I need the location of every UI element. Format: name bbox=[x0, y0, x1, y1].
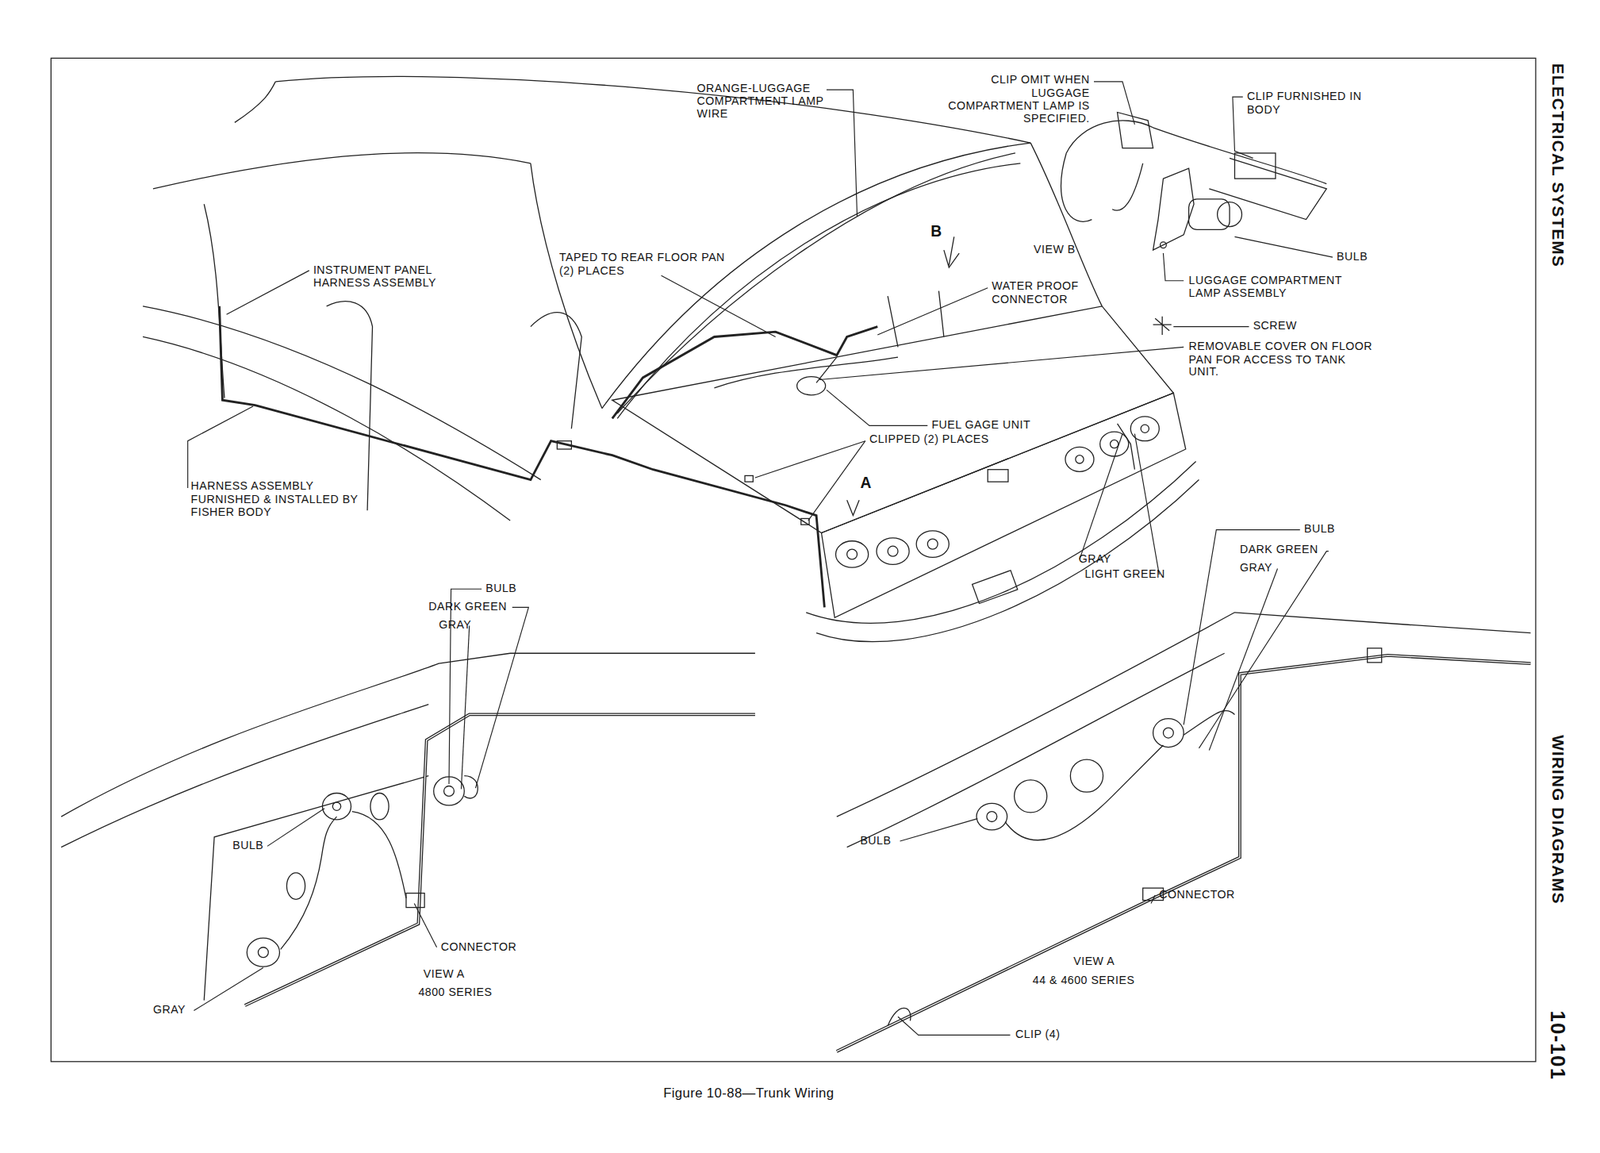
part-label: LUGGAGE COMPARTMENT LAMP ASSEMBLY bbox=[1189, 273, 1343, 300]
part-label: FUEL GAGE UNIT bbox=[931, 418, 1031, 431]
part-label: CLIPPED (2) PLACES bbox=[869, 432, 1013, 446]
view-a-4600 bbox=[836, 612, 1531, 1052]
part-label: TAPED TO REAR FLOOR PAN (2) PLACES bbox=[559, 250, 738, 277]
part-label: GRAY bbox=[438, 618, 472, 632]
part-label: HARNESS ASSEMBLY FURNISHED & INSTALLED B… bbox=[191, 479, 385, 519]
part-label: 44 & 4600 SERIES bbox=[1032, 973, 1136, 987]
part-label: REMOVABLE COVER ON FLOOR PAN FOR ACCESS … bbox=[1189, 339, 1378, 379]
part-label: LIGHT GREEN bbox=[1084, 567, 1165, 580]
page-header: 10-101 bbox=[1546, 1009, 1570, 1080]
part-label: WATER PROOF CONNECTOR bbox=[991, 279, 1094, 306]
wiring-harness bbox=[219, 153, 1136, 607]
part-label: BULB bbox=[1304, 522, 1336, 536]
page-header: ELECTRICAL SYSTEMS bbox=[1547, 63, 1567, 268]
part-label: SCREW bbox=[1253, 319, 1297, 333]
part-label: CLIP OMIT WHEN LUGGAGE COMPARTMENT LAMP … bbox=[947, 73, 1090, 126]
part-label: BULB bbox=[1336, 249, 1368, 263]
part-label: DARK GREEN bbox=[1239, 542, 1319, 556]
part-label: GRAY bbox=[153, 1002, 186, 1016]
part-label: GRAY bbox=[1078, 552, 1112, 565]
part-label: VIEW B bbox=[1033, 242, 1076, 256]
part-label: VIEW A bbox=[423, 966, 465, 980]
part-label: VIEW A bbox=[1073, 954, 1115, 967]
view-a-4800 bbox=[61, 652, 756, 1006]
part-label: B bbox=[930, 222, 942, 240]
page-header: WIRING DIAGRAMS bbox=[1547, 734, 1567, 905]
frame-border bbox=[50, 57, 1536, 1061]
part-label: ORANGE-LUGGAGE COMPARTMENT LAMP WIRE bbox=[697, 81, 830, 121]
car-body bbox=[142, 76, 1199, 641]
spacer bbox=[1570, 57, 1572, 1102]
part-label: CLIP (4) bbox=[1015, 1027, 1061, 1040]
part-label: BULB bbox=[859, 833, 891, 847]
part-label: DARK GREEN bbox=[428, 599, 507, 613]
part-label: CLIP FURNISHED IN BODY bbox=[1247, 89, 1370, 116]
view-b-lamp bbox=[1060, 111, 1327, 334]
part-label: GRAY bbox=[1239, 560, 1273, 574]
part-label: BULB bbox=[232, 838, 264, 852]
part-label: CONNECTOR bbox=[441, 940, 518, 953]
figure-caption: Figure 10-88—Trunk Wiring bbox=[663, 1085, 834, 1102]
part-label: INSTRUMENT PANEL HARNESS ASSEMBLY bbox=[313, 263, 467, 290]
part-label: 4800 SERIES bbox=[418, 986, 492, 999]
part-label: CONNECTOR bbox=[1158, 887, 1236, 901]
part-label: BULB bbox=[485, 581, 517, 595]
part-label: A bbox=[859, 473, 871, 492]
